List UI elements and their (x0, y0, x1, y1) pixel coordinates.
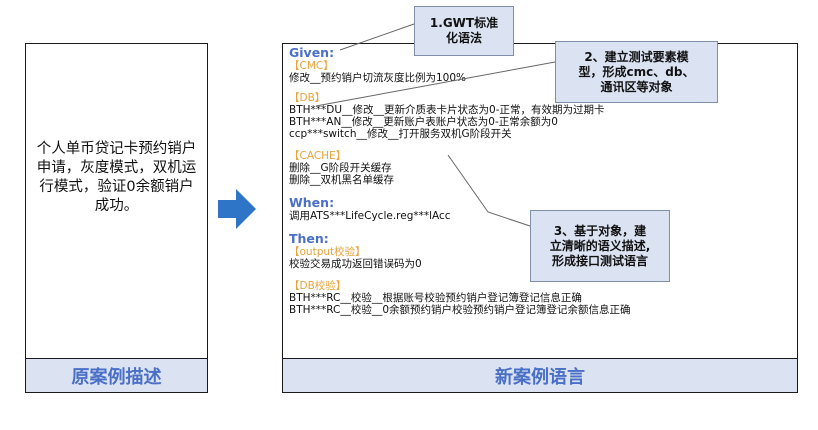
callout-test-element-model: 2、建立测试要素模 型，形成cmc、db、 通讯区等对象 (555, 41, 718, 103)
db-section-label: 【DB】 (289, 92, 326, 104)
callout-gwt-syntax: 1.GWT标准 化语法 (414, 6, 514, 56)
cmc-section-label: 【CMC】 (289, 60, 334, 72)
db-line: BTH***AN__修改__更新账户表账户状态为0-正常余额为0 (289, 116, 558, 128)
db-line: ccp***switch__修改__打开服务双机G阶段开关 (289, 128, 512, 140)
callout-semantic-description: 3、基于对象，建 立清晰的语义描述, 形成接口测试语言 (530, 210, 670, 282)
callout-2-connector (315, 61, 556, 107)
original-case-footer: 原案例描述 (26, 358, 207, 392)
when-line: 调用ATS***LifeCycle.reg***lAcc (289, 210, 451, 222)
db-check-line: BTH***RC__校验__根据账号校验预约销户登记簿登记信息正确 (289, 292, 582, 304)
output-section-label: 【output校验】 (289, 246, 366, 258)
cache-line: 删除__双机黑名单缓存 (289, 174, 394, 186)
db-check-section-label: 【DB校验】 (289, 280, 347, 292)
cmc-line: 修改__预约销户切流灰度比例为100% (289, 72, 467, 84)
callout-3-line: 立清晰的语义描述, (549, 238, 651, 253)
callout-3-line: 形成接口测试语言 (551, 253, 648, 268)
given-label: Given: (289, 45, 335, 60)
cache-line: 删除__G阶段开关缓存 (289, 162, 392, 174)
callout-2-line: 通讯区等对象 (600, 79, 673, 94)
db-line: BTH***DU__修改__更新介质表卡片状态为0-正常，有效期为过期卡 (289, 104, 605, 116)
when-label: When: (289, 195, 335, 210)
new-case-footer: 新案例语言 (283, 358, 797, 392)
original-case-description: 个人单币贷记卡预约销户申请，灰度模式，双机运行模式，验证0余额销户成功。 (36, 141, 197, 214)
callout-2-line: 2、建立测试要素模 (584, 49, 689, 64)
output-line: 校验交易成功返回错误码为0 (289, 258, 422, 270)
callout-3-connector (447, 154, 531, 227)
db-check-line: BTH***RC__校验__0余额预约销户校验预约销户登记簿登记余额信息正确 (289, 304, 631, 316)
callout-3-line: 3、基于对象，建 (553, 223, 647, 238)
then-label: Then: (289, 231, 329, 246)
callout-2-line: 型，形成cmc、db、 (578, 64, 695, 79)
gwt-content: Given: 【CMC】 修改__预约销户切流灰度比例为100% 【DB】 BT… (289, 45, 631, 317)
right-arrow-icon (218, 189, 258, 233)
callout-1-line: 1.GWT标准 (429, 16, 499, 30)
cache-section-label: 【CACHE】 (289, 150, 347, 162)
original-case-box: 个人单币贷记卡预约销户申请，灰度模式，双机运行模式，验证0余额销户成功。 原案例… (25, 43, 208, 393)
callout-1-connector (339, 23, 415, 51)
callout-1-line: 化语法 (445, 31, 482, 45)
